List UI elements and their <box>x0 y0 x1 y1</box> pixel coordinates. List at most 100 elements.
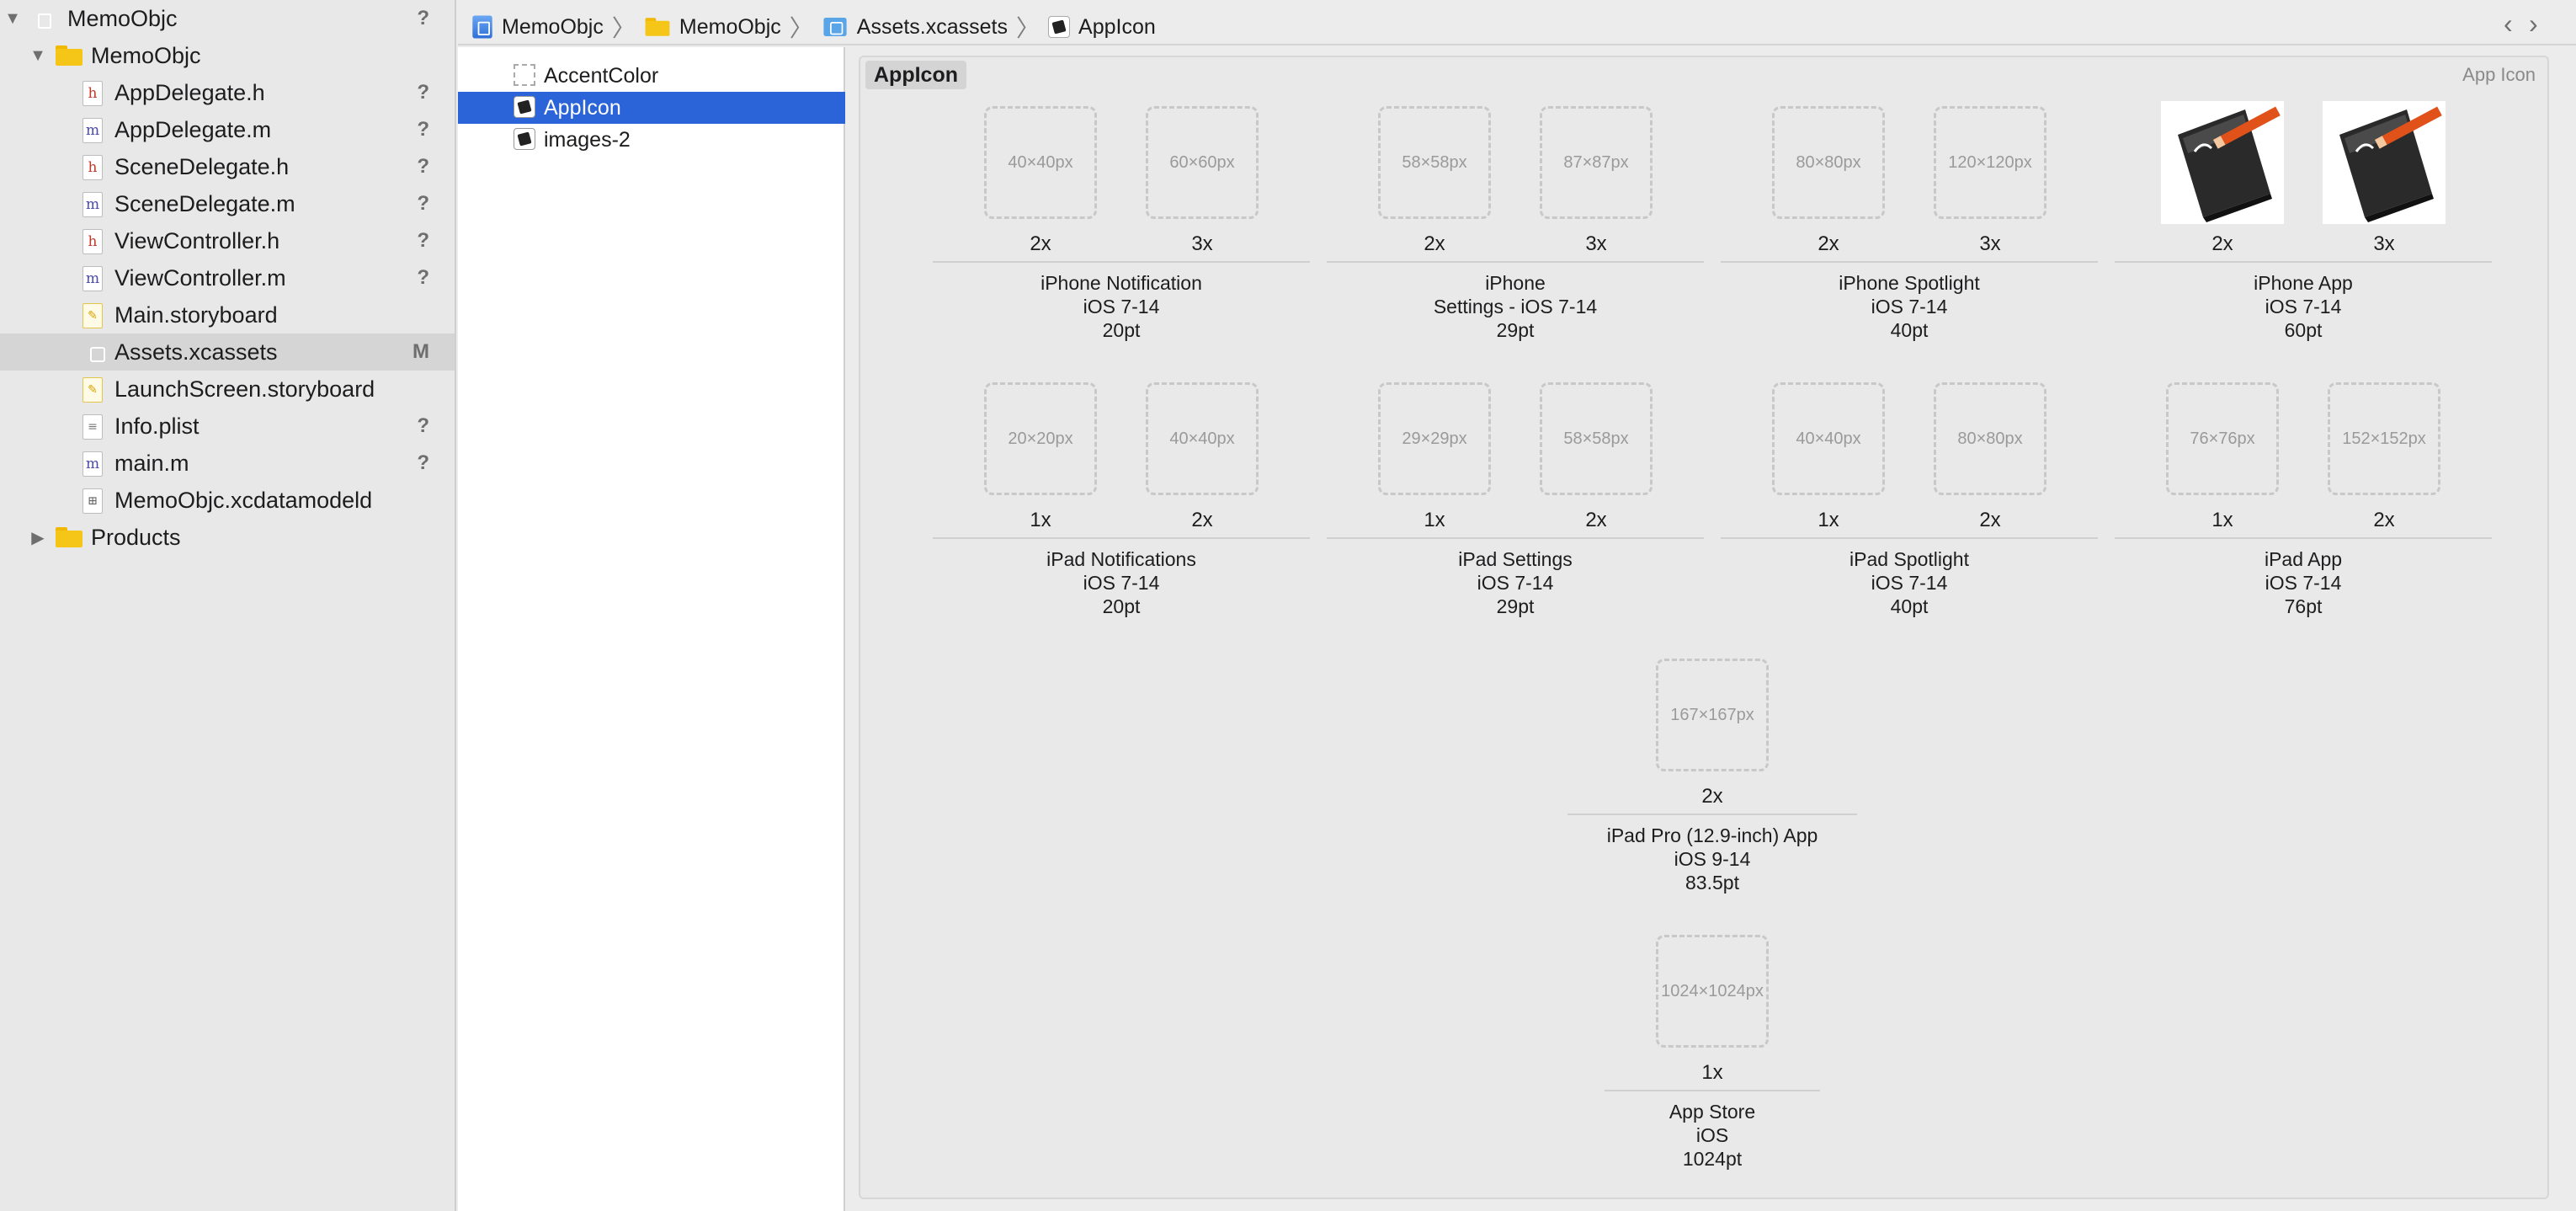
asset-list-item[interactable]: AccentColor <box>458 60 845 92</box>
navigator-item-label: AppDelegate.m <box>114 117 272 142</box>
breadcrumb-project[interactable]: MemoObjc <box>471 14 604 40</box>
icon-slot-scale-label: 2x <box>1701 785 1723 808</box>
icon-slot-size-label: 152×152px <box>2342 429 2426 448</box>
icon-slot-scale-label: 2x <box>1585 509 1607 531</box>
icon-slot-scale-label: 1x <box>1030 509 1051 531</box>
navigator-item[interactable]: ⊞MemoObjc.xcdatamodeld <box>0 482 455 519</box>
icon-group-label-line: iPhone <box>1485 272 1546 294</box>
icon-slot[interactable]: 80×80px <box>1772 106 1885 219</box>
breadcrumb-assets-label: Assets.xcassets <box>856 14 1009 39</box>
navigator-item[interactable]: ▶Products <box>0 519 455 556</box>
icon-group-label-line: 20pt <box>1102 319 1141 341</box>
navigator-item[interactable]: ▼MemoObjc? <box>0 0 455 37</box>
icon-slot[interactable]: 76×76px <box>2166 382 2279 495</box>
icon-slot[interactable]: 40×40px <box>984 106 1097 219</box>
navigator-item[interactable]: ✎LaunchScreen.storyboard <box>0 371 455 408</box>
back-arrow-icon[interactable]: ‹ <box>2504 8 2513 39</box>
forward-arrow-icon[interactable]: › <box>2529 8 2538 39</box>
app-icon-image[interactable] <box>2323 101 2446 224</box>
icon-group-label-line: iPad Settings <box>1458 548 1573 570</box>
disclosure-expanded-icon[interactable]: ▼ <box>4 8 21 28</box>
folder-icon <box>56 45 79 69</box>
icon-slot-scale-label: 2x <box>1191 509 1213 531</box>
navigator-item[interactable]: ▼ MemoObjc <box>0 37 455 74</box>
disclosure-collapsed-icon[interactable]: ▶ <box>31 528 45 547</box>
asset-list-item[interactable]: AppIcon <box>458 92 845 124</box>
navigator-item-label: MemoObjc <box>91 43 201 68</box>
icon-slot[interactable]: 20×20px <box>984 382 1097 495</box>
icon-group-label-line: iOS 7-14 <box>1083 572 1160 594</box>
icon-slot-size-label: 120×120px <box>1948 152 2032 172</box>
icon-slot[interactable]: 167×167px <box>1656 659 1769 771</box>
group-divider <box>2115 261 2492 263</box>
set-kind-label: App Icon <box>2462 64 2536 85</box>
breadcrumb-assets[interactable]: Assets.xcassets <box>822 15 1008 40</box>
icon-slot[interactable]: 1024×1024px <box>1656 935 1769 1048</box>
icon-slot[interactable]: 152×152px <box>2328 382 2440 495</box>
icon-group-label-line: iPad Spotlight <box>1850 548 1969 570</box>
group-divider <box>933 261 1310 263</box>
icon-slot[interactable]: 80×80px <box>1934 382 2046 495</box>
jump-bar: MemoObjc 〉 MemoObjc 〉 Assets.xcassets 〉 … <box>458 0 2576 45</box>
navigator-item-label: SceneDelegate.h <box>114 154 290 179</box>
group-divider <box>1605 1090 1820 1091</box>
icon-slot-scale-label: 2x <box>1030 232 1051 255</box>
header-file-icon: h <box>82 81 106 106</box>
icon-slot-scale-label: 1x <box>1818 509 1839 531</box>
group-divider <box>1327 537 1704 539</box>
app-icon-image[interactable] <box>2161 101 2284 224</box>
project-icon <box>472 15 492 39</box>
group-divider <box>2115 537 2492 539</box>
objc-file-icon: m <box>82 266 106 291</box>
data-model-file-icon: ⊞ <box>82 488 106 514</box>
icon-slot[interactable]: 60×60px <box>1146 106 1259 219</box>
icon-slot[interactable]: 58×58px <box>1540 382 1653 495</box>
project-icon <box>32 7 56 30</box>
icon-slot[interactable]: 40×40px <box>1146 382 1259 495</box>
breadcrumb-folder[interactable]: MemoObjc <box>644 15 781 40</box>
navigator-item[interactable]: ≡Info.plist? <box>0 408 455 445</box>
icon-slot[interactable]: 87×87px <box>1540 106 1653 219</box>
asset-list-item[interactable]: images-2 <box>458 124 845 156</box>
set-name-label[interactable]: AppIcon <box>865 61 966 89</box>
asset-list-item-label: images-2 <box>544 128 631 152</box>
icon-slot-scale-label: 1x <box>1424 509 1445 531</box>
icon-slot[interactable]: 40×40px <box>1772 382 1885 495</box>
group-divider <box>1567 814 1857 815</box>
icon-slot-scale-label: 1x <box>2211 509 2233 531</box>
icon-slot-size-label: 76×76px <box>2190 429 2255 448</box>
app-icon-set-icon <box>514 96 535 118</box>
icon-group-label-line: iPad App <box>2264 548 2343 570</box>
navigator-item-label: ViewController.h <box>114 228 280 253</box>
icon-group-label-line: iOS 7-14 <box>1871 572 1948 594</box>
navigator-item[interactable]: ✎Main.storyboard <box>0 296 455 333</box>
icon-slot[interactable]: 29×29px <box>1378 382 1491 495</box>
icon-group-label-line: 29pt <box>1496 595 1535 617</box>
source-control-status: ? <box>417 7 429 29</box>
breadcrumb-appicon[interactable]: AppIcon <box>1048 15 1156 40</box>
chevron-right-icon: 〉 <box>1016 15 1041 41</box>
disclosure-expanded-icon[interactable]: ▼ <box>29 45 46 65</box>
chevron-right-icon: 〉 <box>611 15 636 41</box>
source-control-status: ? <box>417 155 429 178</box>
breadcrumb-appicon-label: AppIcon <box>1078 14 1156 39</box>
icon-slot[interactable]: 58×58px <box>1378 106 1491 219</box>
color-set-icon <box>514 64 535 86</box>
icon-slot[interactable]: 120×120px <box>1934 106 2046 219</box>
icon-slot-size-label: 1024×1024px <box>1661 981 1764 1000</box>
folder-icon <box>645 18 670 36</box>
objc-file-icon: m <box>82 118 106 143</box>
source-control-status: ? <box>417 451 429 474</box>
storyboard-file-icon: ✎ <box>82 303 106 328</box>
navigator-item-label: ViewController.m <box>114 265 286 291</box>
